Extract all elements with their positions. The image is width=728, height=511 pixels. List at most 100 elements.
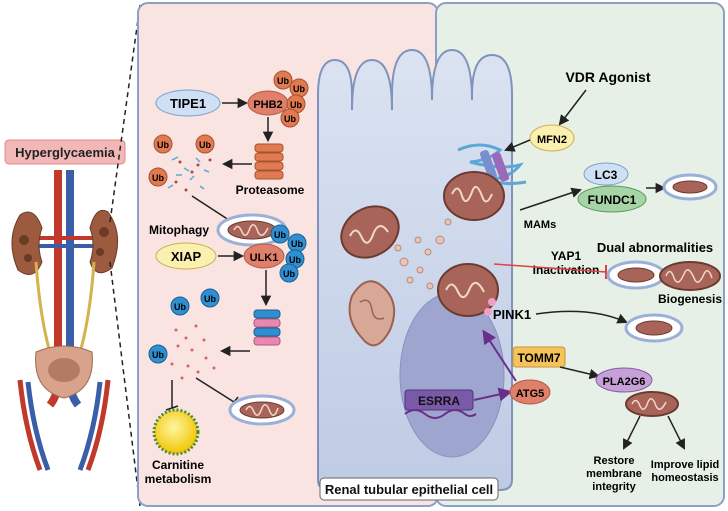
zoom-line-bottom: [109, 261, 141, 507]
ulk1-label: ULK1: [250, 252, 279, 264]
svg-text:Ub: Ub: [157, 140, 169, 150]
arrow-restore: [623, 415, 641, 450]
ub-free-blue: Ub Ub Ub: [148, 288, 220, 364]
svg-text:Ub: Ub: [291, 239, 303, 249]
vdr-agonist-label: VDR Agonist: [565, 69, 650, 85]
right-ureter: [76, 261, 96, 361]
mfn2-label: MFN2: [537, 134, 567, 146]
proteasome-icon-2: [253, 309, 281, 346]
mitochondrion-center: [437, 263, 499, 317]
peptide-fragments-orange: [167, 156, 210, 190]
mitochondrion-large: [443, 171, 505, 221]
tomm7-box: [512, 346, 566, 368]
inhibit-mitophagy-line: [191, 195, 233, 223]
biogenesis-mito: [659, 261, 721, 291]
tipe1-label: TIPE1: [170, 96, 206, 111]
anatomy-area: Hyperglycaemia: [4, 139, 126, 471]
cell-title-box: [319, 477, 499, 501]
restore-label-2: membrane: [586, 468, 642, 480]
receptor-blue: [479, 150, 497, 180]
autophagosome-mito-1: [216, 213, 288, 247]
arrow-vdr-mfn2: [558, 89, 587, 126]
arrow-mfn2-mams: [504, 139, 531, 152]
ub-cluster-phb2: Ub Ub Ub Ub: [273, 70, 309, 128]
ulk1-node: [243, 243, 285, 269]
tomm7-label: TOMM7: [517, 351, 560, 365]
pink1-marker: [484, 308, 492, 316]
carnitine-droplet-icon: [152, 408, 200, 456]
restore-label-3: integrity: [592, 481, 636, 493]
autophagosome-mito-5: [624, 313, 684, 343]
xiap-node: [155, 242, 217, 270]
svg-text:Ub: Ub: [152, 173, 164, 183]
autophagosome-mito-2: [228, 394, 296, 426]
peptide-dots-orange: [174, 158, 212, 192]
restore-label-1: Restore: [594, 455, 635, 467]
yap1-label-2: Inactivation: [533, 263, 600, 277]
arrow-esrra-atg5: [473, 387, 513, 402]
svg-text:Ub: Ub: [283, 269, 295, 279]
mfn2-node: [529, 124, 575, 152]
lc3-node: [583, 162, 629, 186]
arrow-atg5-mito: [482, 329, 517, 382]
esrra-label: ESRRA: [418, 394, 460, 408]
atg5-label: ATG5: [516, 388, 545, 400]
proteasome-icon: [254, 143, 284, 180]
dual-abnormalities-label: Dual abnormalities: [597, 240, 713, 255]
kidney-spot-icon: [19, 235, 29, 245]
improve-label-1: Improve lipid: [651, 459, 719, 471]
yap1-label-1: YAP1: [551, 249, 582, 263]
nucleus: [399, 292, 505, 458]
svg-text:Ub: Ub: [290, 100, 302, 110]
peptide-dots-blue: [170, 324, 216, 380]
fundc1-node: [577, 185, 647, 213]
autophagosome-mito-4: [606, 260, 666, 290]
mams-label: MAMs: [524, 219, 556, 231]
left-ureter: [34, 261, 54, 361]
proteasome-label: Proteasome: [236, 183, 305, 197]
pink1-label: PINK1: [493, 307, 531, 322]
esrra-box: [404, 389, 474, 411]
xiap-label: XIAP: [171, 249, 202, 264]
fundc1-label: FUNDC1: [588, 193, 637, 207]
atg5-node: [509, 379, 551, 405]
lc3-label: LC3: [595, 168, 618, 182]
svg-text:Ub: Ub: [293, 84, 305, 94]
mitochondrion-damaged: [348, 280, 396, 347]
svg-text:Ub: Ub: [274, 230, 286, 240]
svg-text:Ub: Ub: [199, 140, 211, 150]
improve-label-2: homeostasis: [651, 472, 718, 484]
svg-text:Ub: Ub: [277, 76, 289, 86]
cell-title: Renal tubular epithelial cell: [325, 482, 493, 497]
kidney-spot-icon: [96, 248, 104, 256]
arrow-mams-fundc1: [519, 187, 582, 211]
kidney-spot-icon: [24, 254, 32, 262]
bladder-inner: [48, 358, 80, 382]
ub-free-orange: Ub Ub Ub: [148, 134, 215, 187]
mitochondrion-left: [340, 205, 400, 259]
mitochondrial-fragments: [394, 218, 452, 290]
arrow-improve: [667, 415, 685, 450]
pla2g6-mito: [625, 391, 679, 417]
svg-text:Ub: Ub: [152, 350, 164, 360]
kidney-spot-icon: [99, 227, 109, 237]
zoom-line-top: [109, 4, 141, 223]
autophagosome-mito-3: [662, 173, 718, 201]
receptor-purple: [491, 152, 509, 182]
mitophagy-label: Mitophagy: [149, 223, 209, 237]
inhibit-yap1-line: [493, 263, 607, 273]
hyperglycaemia-label: Hyperglycaemia: [15, 145, 115, 160]
carnitine-label-2: metabolism: [145, 472, 212, 486]
svg-text:Ub: Ub: [284, 114, 296, 124]
hyperglycaemia-box: [4, 139, 126, 165]
inhibit-mito2-line: [195, 377, 235, 403]
right-kidney: [89, 209, 119, 274]
svg-text:Ub: Ub: [174, 302, 186, 312]
ub-cluster-ulk1: Ub Ub Ub Ub: [270, 224, 307, 283]
pla2g6-node: [595, 367, 653, 393]
carnitine-label-1: Carnitine: [152, 458, 204, 472]
svg-text:Ub: Ub: [204, 294, 216, 304]
arrow-tomm7-pla2g6: [559, 366, 601, 380]
